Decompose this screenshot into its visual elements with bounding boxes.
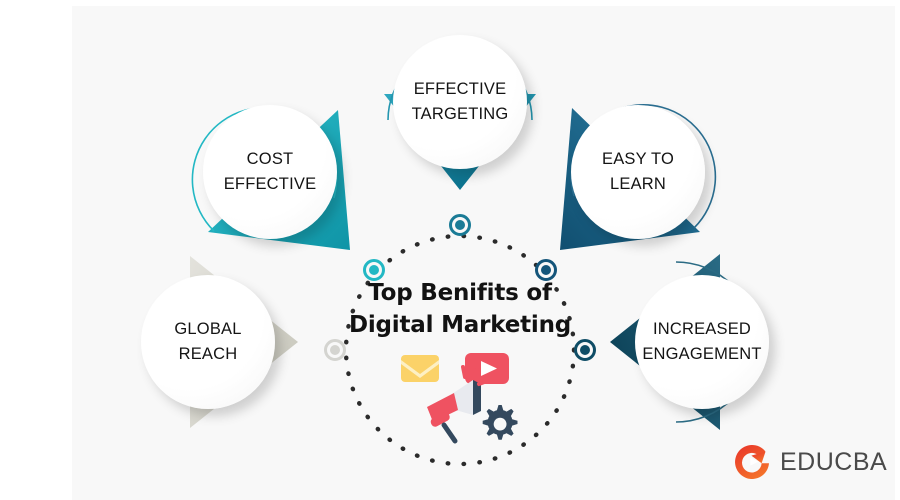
educba-wordmark: EDUCBA [780,447,888,476]
node-easy-to-learn[interactable]: EASY TO LEARN [558,92,718,252]
node-bubble: GLOBAL REACH [141,275,275,409]
node-label-line2: TARGETING [411,105,509,123]
node-label-line2: ENGAGEMENT [642,345,762,363]
gear-icon [482,405,518,440]
hub-title-line1: Top Benifits of [368,280,552,306]
node-increased-engagement[interactable]: INCREASED ENGAGEMENT [610,254,782,430]
node-label-line2: REACH [178,345,238,363]
node-label: COST EFFECTIVE [206,147,334,197]
hub-icon-cluster [401,353,518,444]
node-label-line1: GLOBAL [174,320,242,338]
node-label-line1: EFFECTIVE [413,80,507,98]
ring-marker-right[interactable] [574,339,596,361]
node-label: GLOBAL REACH [144,317,272,367]
node-bubble: EFFECTIVE TARGETING [393,35,527,169]
ring-marker-right-upper[interactable] [535,259,557,281]
node-label-line1: COST [246,150,294,168]
node-label-line2: LEARN [609,175,667,193]
center-hub: Top Benifits of Digital Marketing [324,214,596,475]
node-cost-effective[interactable]: COST EFFECTIVE [190,92,350,252]
educba-logo[interactable]: EDUCBA [731,439,891,485]
node-label: EFFECTIVE TARGETING [396,77,524,127]
node-label: EASY TO LEARN [574,147,702,197]
ring-marker-left[interactable] [324,339,346,361]
node-effective-targeting[interactable]: EFFECTIVE TARGETING [380,22,540,190]
ring-marker-left-upper[interactable] [363,259,385,281]
ring-marker-top[interactable] [449,214,471,236]
node-label-line1: INCREASED [652,320,752,338]
node-label: INCREASED ENGAGEMENT [638,317,766,367]
node-global-reach[interactable]: GLOBAL REACH [128,256,298,428]
node-bubble: INCREASED ENGAGEMENT [635,275,769,409]
hub-title-line2: Digital Marketing [348,312,572,338]
educba-e-logo-icon [735,444,769,479]
node-bubble: EASY TO LEARN [571,105,705,239]
node-label-line1: EASY TO [601,150,675,168]
node-bubble: COST EFFECTIVE [203,105,337,239]
megaphone-icon [427,365,489,444]
hub-title: Top Benifits of Digital Marketing [335,277,585,341]
node-label-line2: EFFECTIVE [223,175,317,193]
envelope-icon [401,355,439,382]
